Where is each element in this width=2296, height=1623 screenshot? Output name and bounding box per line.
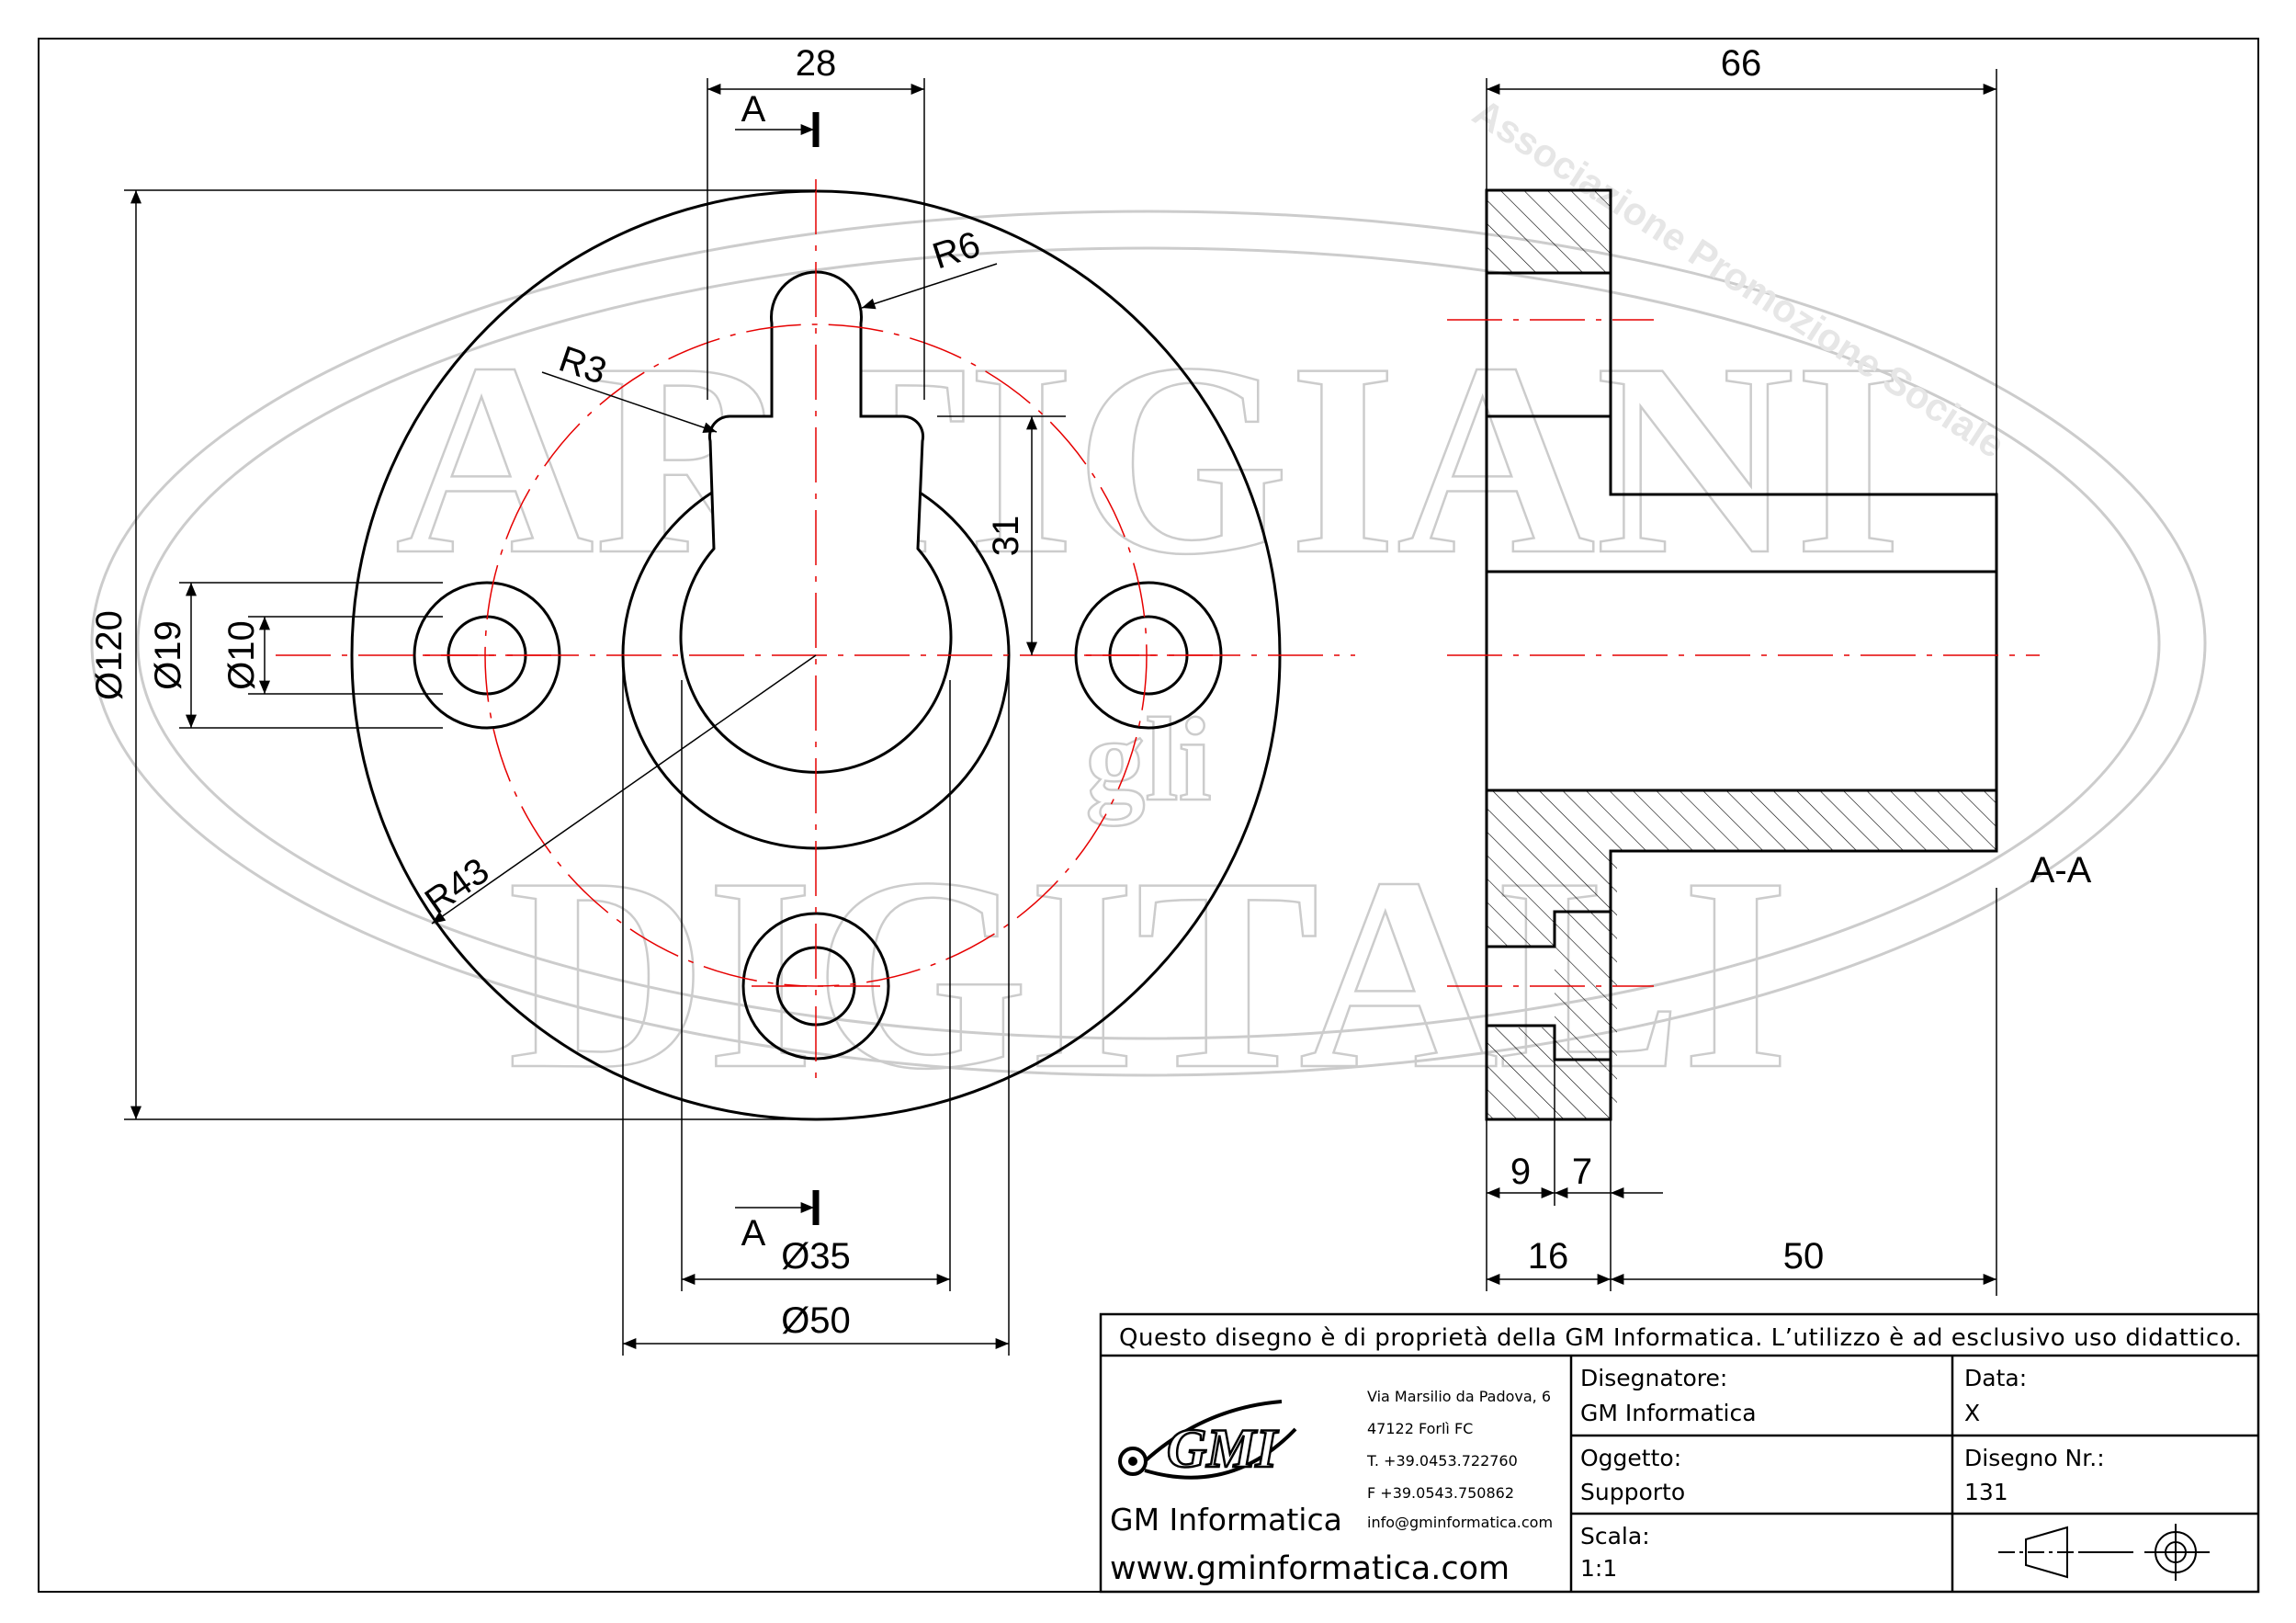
front-dimensions bbox=[124, 78, 1066, 1356]
subject-value: Supporto bbox=[1580, 1479, 1685, 1505]
projection-symbol-icon bbox=[1998, 1524, 2210, 1581]
watermark-big-top: ARTIGIANI bbox=[395, 306, 1902, 611]
ownership-notice: Questo disegno è di proprietà della GM I… bbox=[1119, 1324, 2242, 1352]
dim-phi10: Ø10 bbox=[221, 620, 262, 690]
drawing-number-label: Disegno Nr.: bbox=[1964, 1445, 2105, 1471]
section-view bbox=[1485, 188, 1998, 1121]
subject-label: Oggetto: bbox=[1580, 1445, 1681, 1471]
section-marker-bottom: A bbox=[741, 1213, 766, 1254]
dim-phi35: Ø35 bbox=[781, 1236, 851, 1277]
watermark: ARTIGIANI gli DIGITALI Associazione Prom… bbox=[90, 90, 2207, 1127]
drawing-number-value: 131 bbox=[1964, 1479, 2008, 1505]
designer-value: GM Informatica bbox=[1580, 1400, 1757, 1426]
dim-phi50: Ø50 bbox=[781, 1300, 851, 1341]
section-markers bbox=[735, 112, 820, 1225]
fax: F +39.0543.750862 bbox=[1367, 1484, 1514, 1502]
company-website[interactable]: www.gminformatica.com bbox=[1110, 1550, 1510, 1587]
email[interactable]: info@gminformatica.com bbox=[1367, 1514, 1553, 1531]
designer-label: Disegnatore: bbox=[1580, 1365, 1727, 1391]
dim-7: 7 bbox=[1572, 1152, 1592, 1192]
dim-66: 66 bbox=[1721, 43, 1762, 84]
section-dimensions bbox=[1486, 69, 1997, 1296]
section-label: A-A bbox=[2030, 850, 2092, 891]
section-marker-top: A bbox=[741, 89, 766, 130]
section-centerlines bbox=[1447, 319, 2040, 987]
address-line-1: Via Marsilio da Padova, 6 bbox=[1367, 1388, 1551, 1405]
date-label: Data: bbox=[1964, 1365, 2027, 1391]
dim-50: 50 bbox=[1783, 1236, 1825, 1277]
scale-label: Scala: bbox=[1580, 1523, 1650, 1549]
dim-28: 28 bbox=[796, 43, 837, 84]
company-name: GM Informatica bbox=[1110, 1502, 1342, 1538]
phone: T. +39.0453.722760 bbox=[1366, 1452, 1518, 1470]
dim-phi120: Ø120 bbox=[89, 610, 130, 700]
dim-r6: R6 bbox=[928, 224, 985, 278]
dim-phi19: Ø19 bbox=[148, 620, 188, 690]
dim-31: 31 bbox=[986, 516, 1026, 557]
title-block bbox=[1099, 1312, 2260, 1594]
scale-value: 1:1 bbox=[1580, 1555, 1617, 1582]
gmi-logo: GMI bbox=[1118, 1400, 1297, 1480]
dim-9: 9 bbox=[1510, 1152, 1531, 1192]
date-value: X bbox=[1964, 1400, 1980, 1426]
address-line-2: 47122 Forlì FC bbox=[1367, 1420, 1473, 1437]
dim-16: 16 bbox=[1528, 1236, 1569, 1277]
logo-lettering: GMI bbox=[1167, 1418, 1280, 1479]
